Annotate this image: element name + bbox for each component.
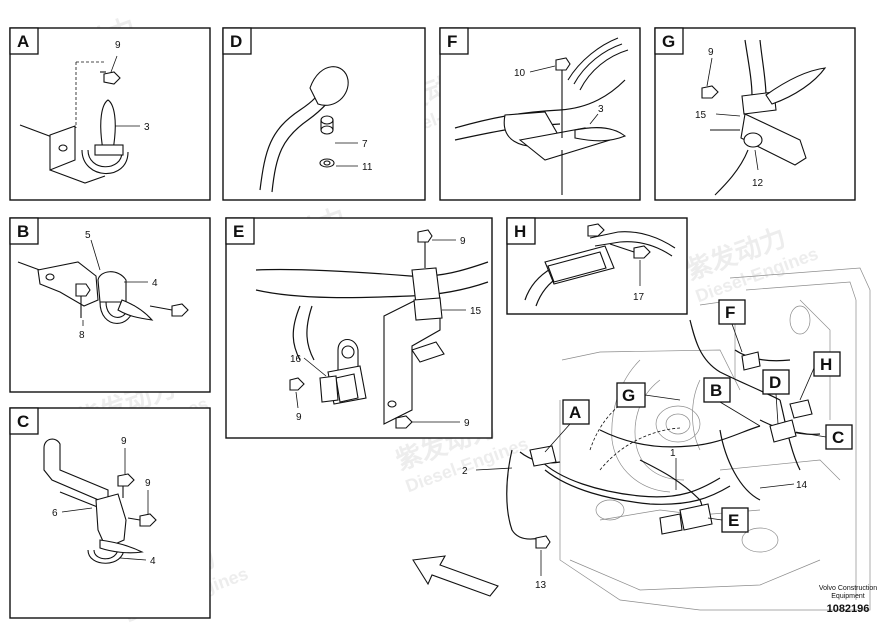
callout-label: 9 xyxy=(464,418,470,429)
location-tag-g: G xyxy=(622,386,635,405)
callout-label: 9 xyxy=(708,47,714,58)
callout-label: 4 xyxy=(150,556,156,567)
callout-label: 15 xyxy=(695,110,707,121)
publisher-line2: Equipment xyxy=(831,593,865,600)
callout-label: 9 xyxy=(460,236,466,247)
callout-label: 8 xyxy=(79,330,85,341)
figure-number: 1082196 xyxy=(827,603,870,615)
callout-label: 9 xyxy=(145,478,151,489)
callout-label: 14 xyxy=(796,480,808,491)
footer: Volvo Construction Equipment 1082196 xyxy=(819,585,877,615)
detail-panel-h: H 17 xyxy=(506,217,688,315)
detail-panel-d: D 7 11 xyxy=(222,27,426,201)
panel-d-tag: D xyxy=(230,32,242,51)
callout-label: 10 xyxy=(514,68,526,79)
location-tag-f: F xyxy=(725,303,735,322)
panel-c-tag: C xyxy=(17,412,29,431)
location-tag-b: B xyxy=(710,381,722,400)
callout-label: 15 xyxy=(470,306,482,317)
main-assembly-view: F H G B D A C E 2 1 14 13 xyxy=(412,267,871,611)
callout-label: 3 xyxy=(144,122,150,133)
callout-label: 7 xyxy=(362,139,368,150)
location-tag-a: A xyxy=(569,403,581,422)
direction-arrow xyxy=(412,555,499,597)
detail-panel-c: C 9 9 6 4 xyxy=(9,407,211,619)
callout-label: 9 xyxy=(121,436,127,447)
callout-label: 9 xyxy=(296,412,302,423)
callout-label: 11 xyxy=(362,162,373,173)
callout-label: 9 xyxy=(115,40,121,51)
location-tag-c: C xyxy=(832,428,844,447)
location-tag-h: H xyxy=(820,355,832,374)
panel-e-tag: E xyxy=(233,222,244,241)
callout-label: 13 xyxy=(535,580,547,591)
callout-label: 17 xyxy=(633,292,645,303)
detail-panel-f: F 10 3 xyxy=(439,27,641,201)
detail-panel-b: B 5 4 8 xyxy=(9,217,211,393)
detail-panel-e: E 9 15 16 9 9 xyxy=(225,217,493,439)
callout-label: 2 xyxy=(462,466,468,477)
callout-label: 16 xyxy=(290,354,302,365)
panel-a-tag: A xyxy=(17,32,29,51)
callout-label: 3 xyxy=(598,104,604,115)
panel-h-tag: H xyxy=(514,222,526,241)
callout-label: 4 xyxy=(152,278,158,289)
panel-f-tag: F xyxy=(447,32,457,51)
location-tag-d: D xyxy=(769,373,781,392)
publisher-line1: Volvo Construction xyxy=(819,585,877,592)
callout-label: 6 xyxy=(52,508,58,519)
location-tag-e: E xyxy=(728,511,739,530)
callout-label: 12 xyxy=(752,178,764,189)
detail-panel-a: A 9 3 xyxy=(9,27,211,201)
callout-label: 1 xyxy=(670,448,676,459)
detail-panel-g: G 9 15 12 xyxy=(654,27,856,201)
panel-b-tag: B xyxy=(17,222,29,241)
panel-g-tag: G xyxy=(662,32,675,51)
callout-label: 5 xyxy=(85,230,91,241)
